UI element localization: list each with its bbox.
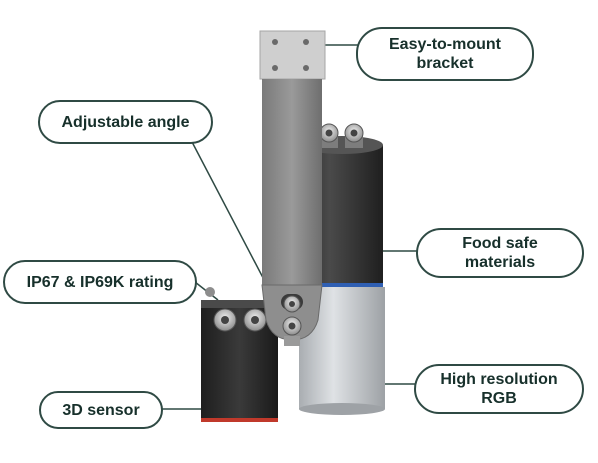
leader-angle <box>190 139 273 296</box>
accent-ring <box>301 283 383 287</box>
callout-sensor: 3D sensor <box>39 391 163 429</box>
callout-bracket-line1: Easy-to-mount <box>389 36 501 53</box>
cable-gland-icon <box>213 308 267 332</box>
callout-rgb: High resolution RGB <box>414 364 584 414</box>
mount-bracket <box>259 30 326 341</box>
callout-rgb-line2: RGB <box>481 390 517 407</box>
callout-rgb-line1: High resolution <box>440 371 558 388</box>
callout-sensor-line1: 3D sensor <box>62 401 140 419</box>
bolt-icon <box>282 295 302 346</box>
callout-food: Food safe materials <box>416 228 584 278</box>
callout-bracket: Easy-to-mount bracket <box>356 27 534 81</box>
callout-food-line2: materials <box>464 254 536 271</box>
callout-angle-line1: Adjustable angle <box>61 113 190 131</box>
cable-gland-icon <box>319 123 364 148</box>
callout-food-line1: Food safe <box>462 235 538 252</box>
callout-bracket-line2: bracket <box>416 55 474 72</box>
callout-rating-line1: IP67 & IP69K rating <box>26 273 174 291</box>
sensor-stripe <box>201 418 278 422</box>
callout-rating: IP67 & IP69K rating <box>3 260 197 304</box>
callout-angle: Adjustable angle <box>38 100 213 144</box>
leader-lines <box>162 44 418 410</box>
